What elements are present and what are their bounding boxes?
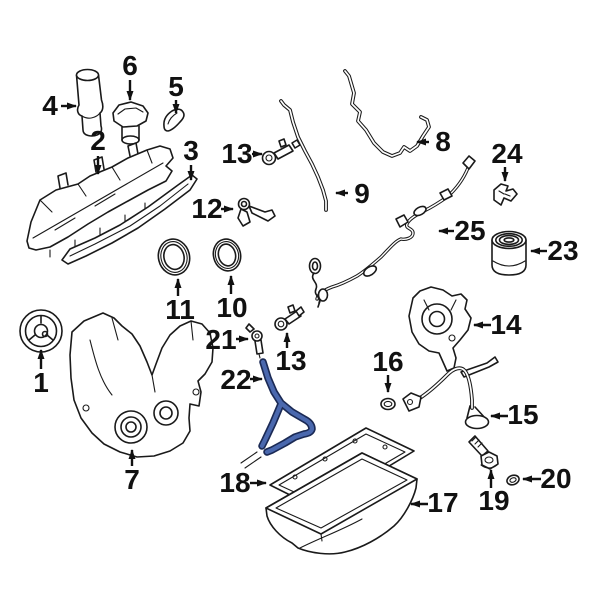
part-label-6[interactable]: 6 [122, 50, 138, 81]
part-label-15[interactable]: 15 [507, 399, 539, 430]
part-12-drawing-bracket [237, 197, 276, 227]
part-1-drawing-crankshaft-pulley [19, 309, 63, 353]
part-label-4[interactable]: 4 [42, 90, 58, 121]
part-25-drawing-wiring-harness [308, 155, 476, 308]
part-13-lower-drawing-camshaft-sensor [274, 304, 305, 331]
part-17-drawing-oil-pan [265, 452, 418, 555]
part-label-1[interactable]: 1 [33, 367, 49, 398]
part-2-drawing-valve-cover [26, 142, 174, 258]
part-label-17[interactable]: 17 [427, 487, 459, 518]
part-label-8[interactable]: 8 [435, 126, 451, 157]
part-label-16[interactable]: 16 [372, 346, 404, 377]
part-label-13-lower[interactable]: 13 [275, 345, 307, 376]
part-8-drawing-upper-tube [343, 69, 431, 158]
part-15-drawing-oil-pickup-tube [402, 356, 499, 430]
part-21-drawing-fastener [245, 323, 264, 359]
part-label-7[interactable]: 7 [124, 464, 140, 495]
part-16-drawing-o-ring [380, 397, 396, 411]
part-22-drawing-oil-level-indicator-tube[interactable] [240, 358, 316, 469]
part-9-drawing-dipstick-tube [279, 99, 328, 212]
part-label-13-upper[interactable]: 13 [221, 138, 253, 169]
part-13-upper-drawing-camshaft-sensor [261, 138, 301, 166]
part-19-drawing-drain-plug [468, 435, 499, 470]
part-10-drawing-seal [212, 238, 242, 272]
part-label-25[interactable]: 25 [454, 215, 486, 246]
part-label-5[interactable]: 5 [168, 71, 184, 102]
part-label-21[interactable]: 21 [205, 324, 237, 355]
part-label-23[interactable]: 23 [547, 235, 579, 266]
part-label-20[interactable]: 20 [540, 463, 572, 494]
part-label-22[interactable]: 22 [220, 364, 252, 395]
part-label-18[interactable]: 18 [219, 467, 251, 498]
part-label-2[interactable]: 2 [90, 125, 106, 156]
part-11-drawing-seal [157, 238, 191, 276]
part-label-10[interactable]: 10 [216, 292, 248, 323]
part-5-drawing-clip [163, 108, 185, 132]
part-24-drawing-retainer-clip [493, 183, 518, 206]
part-label-24[interactable]: 24 [491, 138, 523, 169]
part-label-14[interactable]: 14 [490, 309, 522, 340]
part-7-drawing-engine-front-cover [69, 312, 214, 458]
part-23-drawing-oil-filter [491, 230, 527, 276]
callout-arrows [37, 80, 547, 508]
part-label-9[interactable]: 9 [354, 178, 370, 209]
part-3-drawing-valve-cover-gasket [61, 174, 198, 265]
part-label-11[interactable]: 11 [165, 294, 195, 325]
part-20-drawing-drain-plug-gasket [506, 474, 520, 486]
part-14-drawing-oil-pump [408, 286, 472, 372]
part-label-12[interactable]: 12 [191, 193, 223, 224]
part-4-drawing-oil-filler-tube [75, 68, 104, 137]
part-label-19[interactable]: 19 [478, 485, 510, 516]
part-label-3[interactable]: 3 [183, 135, 199, 166]
part-6-drawing-oil-filler-cap [112, 101, 149, 145]
